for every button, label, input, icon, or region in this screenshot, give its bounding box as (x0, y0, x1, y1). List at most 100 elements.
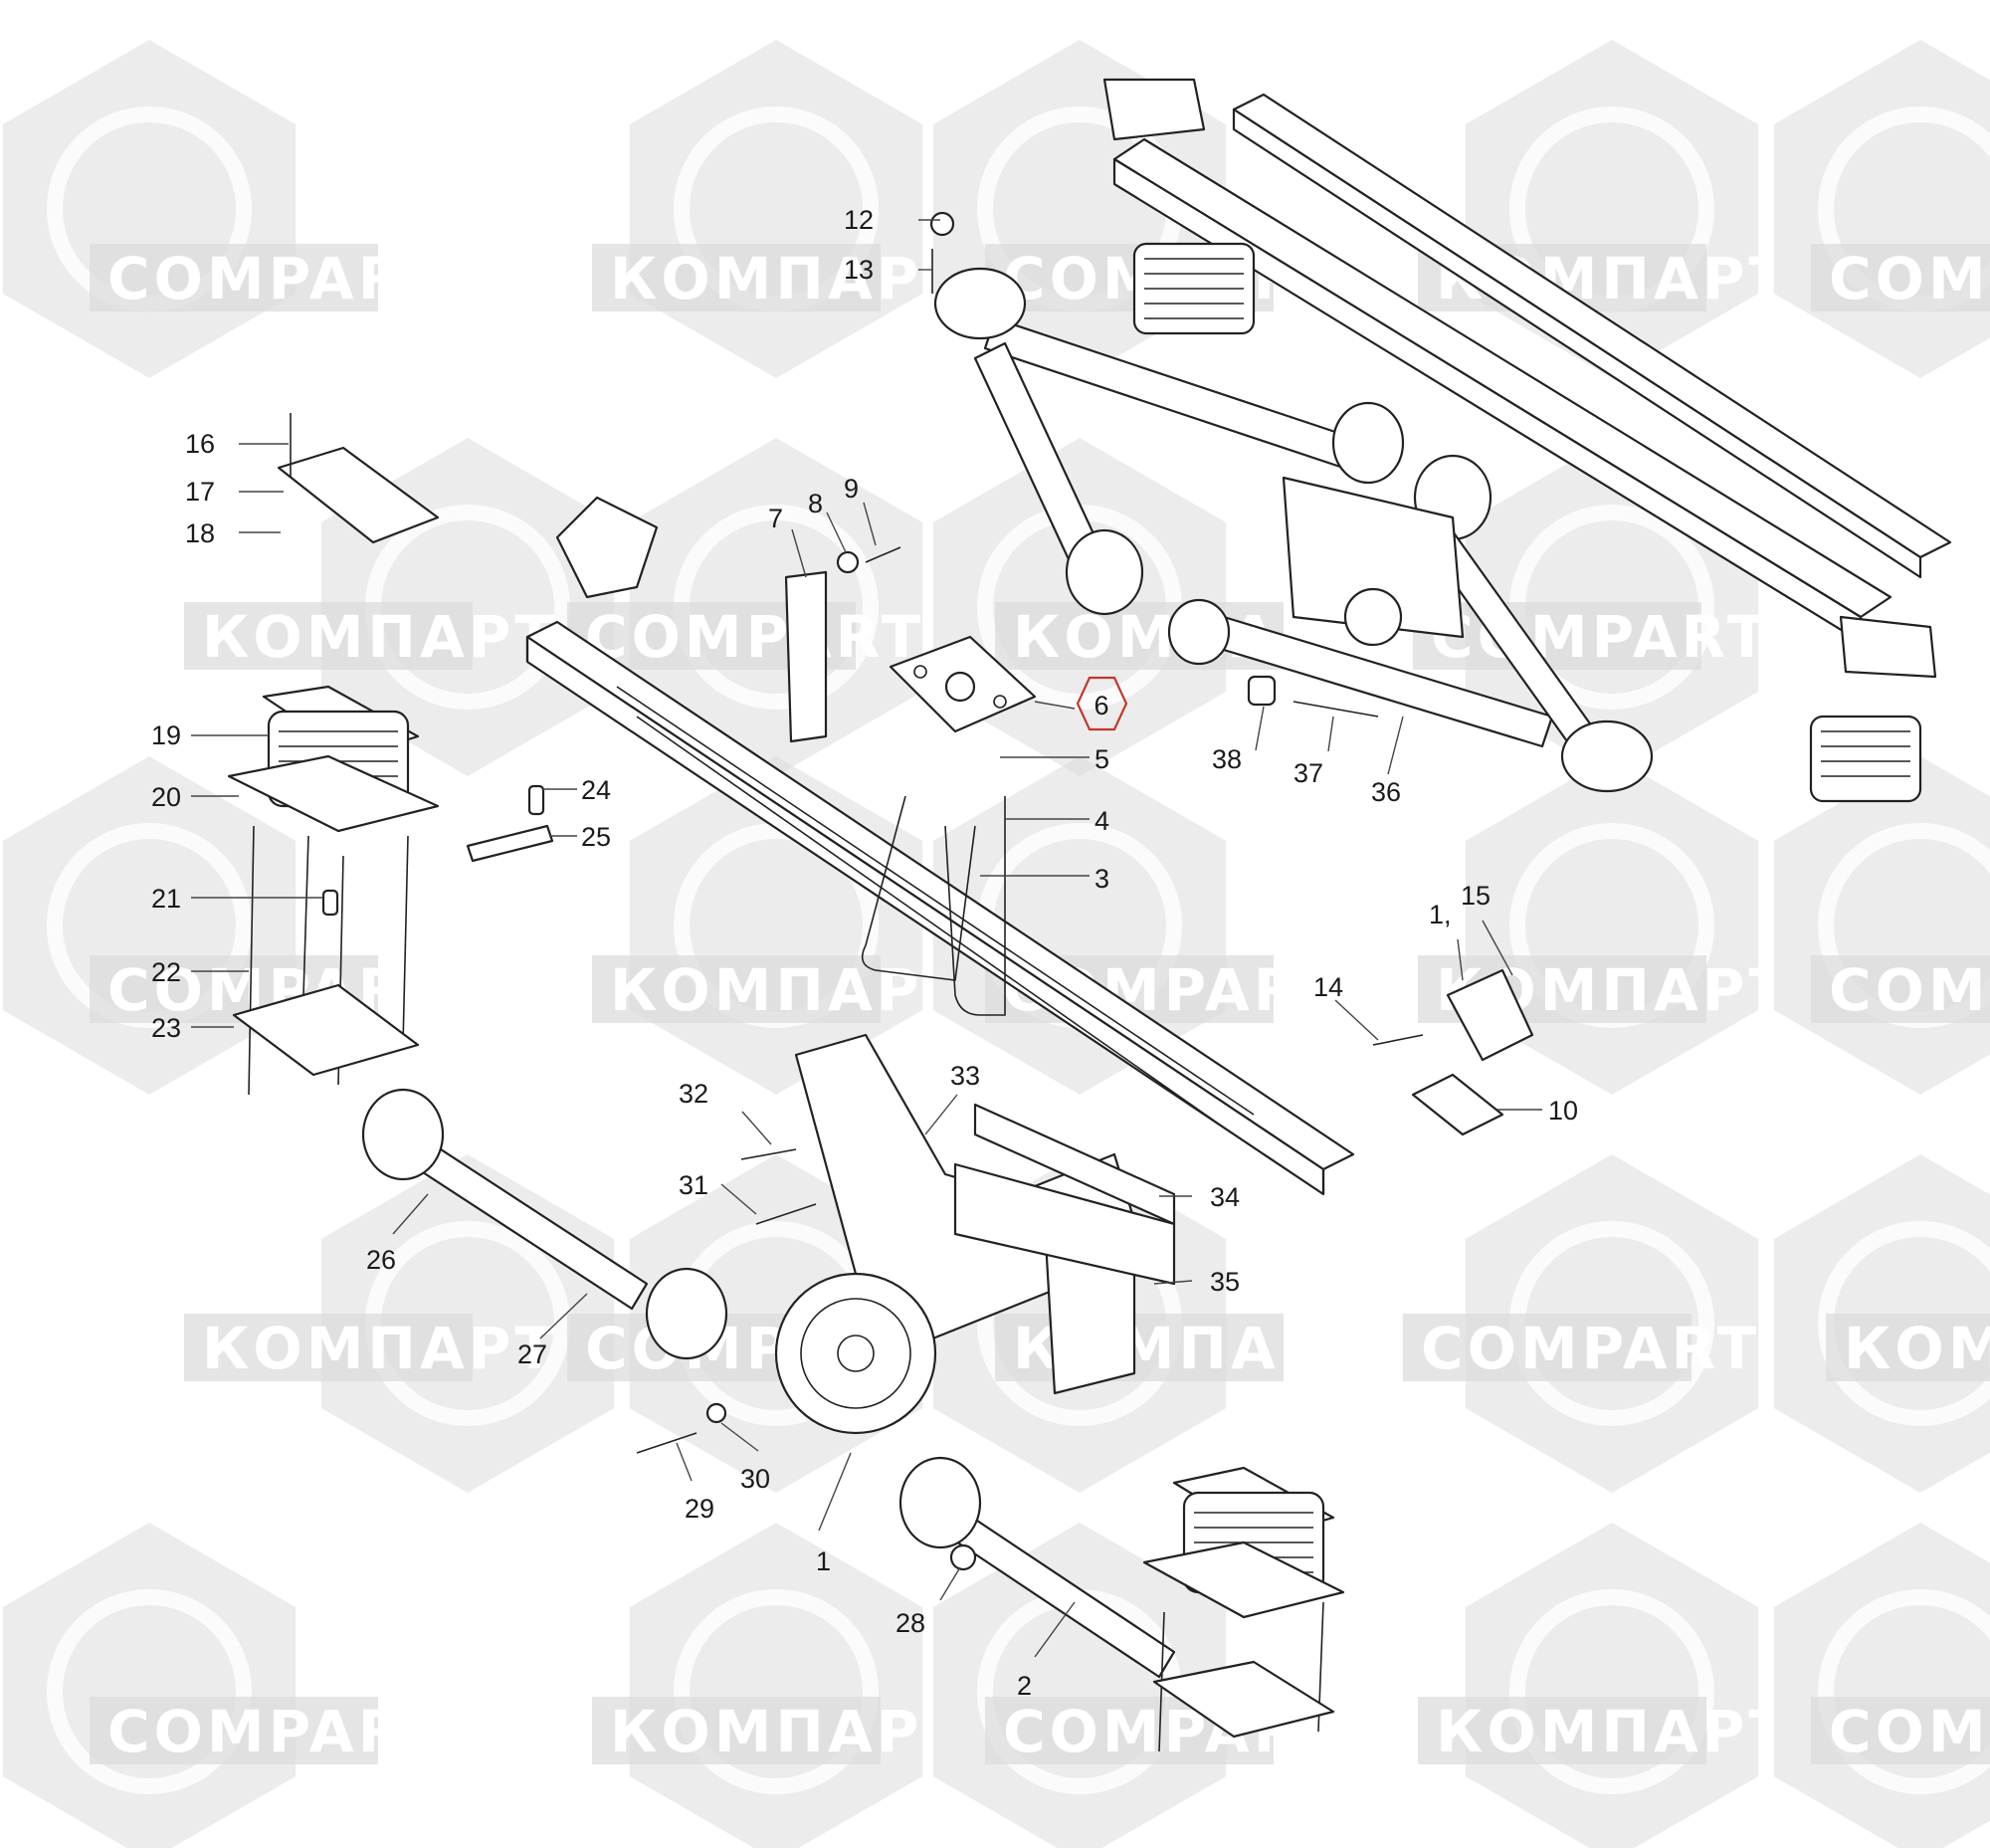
watermark-banner (592, 244, 881, 311)
callout-37[interactable]: 37 (1294, 758, 1323, 788)
leader-lines (191, 219, 1542, 1658)
callout-3[interactable]: 3 (1094, 864, 1109, 894)
plate-10 (1411, 1073, 1504, 1136)
callout-35[interactable]: 35 (1210, 1267, 1240, 1297)
watermark-banner (1826, 1314, 1990, 1381)
watermark-tile: COMPART (567, 438, 924, 776)
watermark-hexagon (2, 40, 297, 378)
callout-30[interactable]: 30 (740, 1464, 770, 1494)
leaf-spring (525, 620, 1355, 1196)
callout-10[interactable]: 10 (1548, 1096, 1578, 1126)
callout-5[interactable]: 5 (1094, 744, 1109, 774)
watermark-text: COMPART (1829, 245, 1990, 312)
axle-housing (774, 1033, 1176, 1435)
callout-4[interactable]: 4 (1094, 806, 1109, 836)
callout-1[interactable]: 1 (816, 1546, 831, 1576)
watermark-tile: КОМПАРТ (184, 1154, 615, 1493)
watermark-hexagon (932, 1523, 1227, 1848)
watermark-banner (184, 1314, 473, 1381)
watermark-text: COMPART (585, 603, 924, 671)
u-bolt-inner (944, 796, 1006, 1016)
watermark-ring (47, 1589, 252, 1794)
watermark-hexagon (629, 40, 923, 378)
callout-34[interactable]: 34 (1210, 1182, 1240, 1212)
watermark-text: КОМПАРТ (610, 956, 966, 1024)
watermark-tile: COMPART (932, 1523, 1338, 1848)
callout-33[interactable]: 33 (950, 1061, 980, 1091)
watermark-tile: КОМПАРТ (1418, 1523, 1788, 1848)
callout-29[interactable]: 29 (685, 1494, 714, 1524)
watermark-hexagon (2, 1523, 297, 1848)
callout-31[interactable]: 31 (679, 1170, 708, 1200)
watermark-tile: COMPART (2, 40, 447, 378)
small-bracket (555, 496, 659, 599)
callout-19[interactable]: 19 (151, 720, 181, 750)
watermark-tile: COMPART (1773, 40, 1990, 378)
callout-11[interactable]: 1, (1429, 900, 1452, 929)
bolt-9 (865, 546, 901, 563)
watermark-ring (1509, 1589, 1714, 1794)
callout-36[interactable]: 36 (1371, 777, 1401, 807)
watermark-text: КОМПАРТ (202, 1315, 558, 1382)
callout-18[interactable]: 18 (185, 518, 215, 548)
rod-bushing-1 (361, 1088, 445, 1181)
callout-14[interactable]: 14 (1313, 972, 1343, 1002)
callout-9[interactable]: 9 (844, 474, 859, 504)
watermark-tile: COMPART (1403, 1154, 1759, 1493)
callout-21[interactable]: 21 (151, 884, 181, 914)
bolt-14 (1372, 1034, 1424, 1046)
watermark-banner (90, 1697, 378, 1764)
watermark-banner (90, 244, 378, 311)
watermark-ring (674, 1589, 879, 1794)
callout-23[interactable]: 23 (151, 1013, 181, 1043)
u-bolt (861, 795, 976, 981)
left-air-spring (227, 685, 440, 1096)
rod-bushing-3 (898, 1456, 982, 1549)
nut-28 (949, 1543, 977, 1571)
upper-frame-assembly (933, 78, 1952, 803)
callout-24[interactable]: 24 (581, 775, 611, 805)
watermark-tile: COMPART (1773, 1523, 1990, 1848)
rod-bushing-2 (645, 1267, 728, 1360)
suspension-drawing (227, 78, 1952, 1752)
callout-20[interactable]: 20 (151, 782, 181, 812)
callout-12[interactable]: 12 (844, 205, 874, 235)
callout-8[interactable]: 8 (808, 489, 823, 518)
callout-13[interactable]: 13 (844, 255, 874, 285)
bolt-37 (1293, 701, 1379, 718)
watermark-banner (1811, 955, 1990, 1023)
watermark-tile: КОМПАРТ (1418, 756, 1788, 1095)
callout-28[interactable]: 28 (896, 1608, 925, 1638)
callout-27[interactable]: 27 (517, 1339, 547, 1369)
callout-15[interactable]: 15 (1461, 881, 1491, 911)
callout-6[interactable]: 6 (1094, 691, 1108, 720)
callout-16[interactable]: 16 (185, 429, 215, 459)
callout-32[interactable]: 32 (679, 1079, 708, 1109)
watermark-tile: COMPART (1773, 756, 1990, 1095)
washer-8 (836, 550, 860, 574)
watermark-hexagon (629, 1523, 923, 1848)
bolt-31 (755, 1203, 817, 1225)
highlight-hexagon (1076, 676, 1128, 731)
watermark-banner (1403, 1314, 1692, 1381)
watermark-tile: КОМПАРТ (592, 1523, 962, 1848)
watermark-text: COMPART (107, 1698, 447, 1765)
callout-2[interactable]: 2 (1017, 1671, 1032, 1701)
callout-26[interactable]: 26 (366, 1245, 396, 1275)
callout-38[interactable]: 38 (1212, 744, 1242, 774)
watermark-text: COMPART (107, 245, 447, 312)
watermark-banner (995, 1314, 1284, 1381)
bolt-29 (636, 1432, 697, 1454)
callout-25[interactable]: 25 (581, 822, 611, 852)
watermark-banner (1418, 1697, 1706, 1764)
callout-22[interactable]: 22 (151, 957, 181, 987)
watermark-text: КОМПАРТ (202, 603, 558, 671)
callout-7[interactable]: 7 (768, 504, 783, 533)
washer-30 (705, 1402, 727, 1424)
watermark-banner (592, 1697, 881, 1764)
watermark-banner (1811, 244, 1990, 311)
watermark-text: COMPART (1829, 1698, 1990, 1765)
callout-17[interactable]: 17 (185, 477, 215, 507)
